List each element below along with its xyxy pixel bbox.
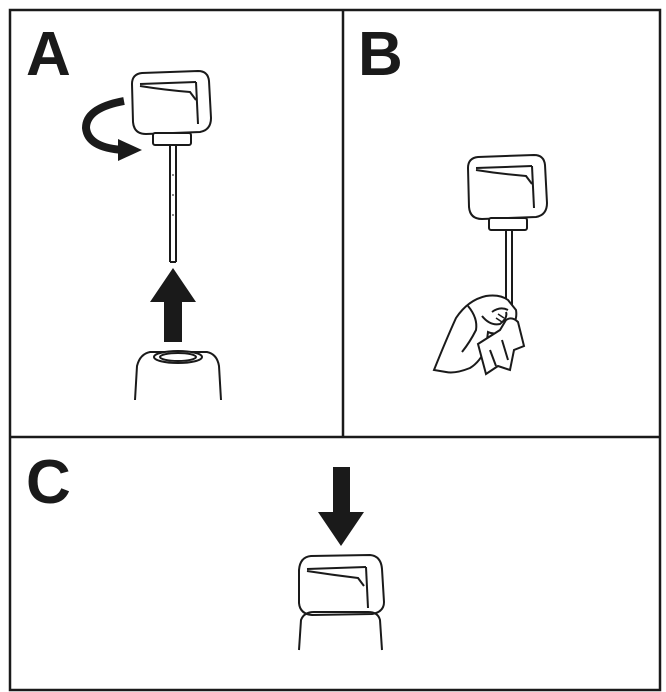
panel-label-b: B <box>358 20 403 89</box>
panel-label-c: C <box>26 448 71 517</box>
panel-c <box>298 467 386 651</box>
cap-b <box>466 153 549 231</box>
panel-b <box>432 153 549 376</box>
rotate-arrow-icon <box>81 97 142 161</box>
panel-frame <box>8 8 662 692</box>
up-arrow-icon <box>150 268 196 342</box>
panel-a <box>81 69 222 401</box>
panel-label-a: A <box>26 20 71 89</box>
down-arrow-icon <box>318 467 364 546</box>
dipstick-a <box>169 145 177 263</box>
hand-with-cloth <box>432 294 526 376</box>
cap-a <box>130 69 213 146</box>
tank-neck-a <box>134 350 222 401</box>
tank-neck-c <box>298 611 383 651</box>
cap-c <box>298 553 386 617</box>
